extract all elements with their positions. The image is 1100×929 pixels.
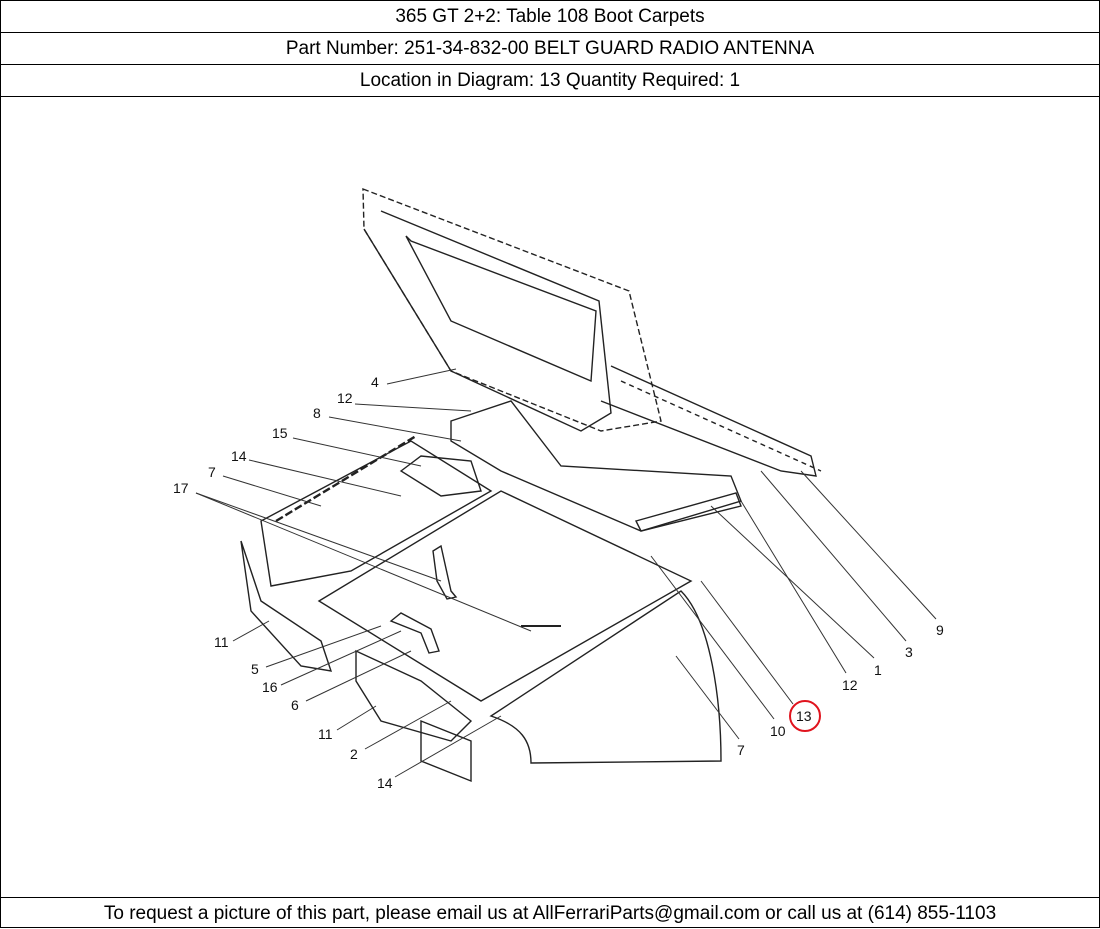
drawing-lines <box>240 187 822 783</box>
callout-12: 12 <box>337 390 353 406</box>
callout-16: 16 <box>262 679 278 695</box>
callout-1: 1 <box>874 662 882 678</box>
callout-11: 11 <box>214 634 229 650</box>
callout-11b: 11 <box>318 726 333 742</box>
highlight-circle <box>789 700 821 732</box>
callout-7b: 7 <box>737 742 745 758</box>
location-quantity: Location in Diagram: 13 Quantity Require… <box>1 65 1099 97</box>
callout-15: 15 <box>272 425 288 441</box>
callout-labels: 4 12 8 15 14 7 17 11 5 16 6 11 2 14 7 10… <box>173 374 944 791</box>
callout-8: 8 <box>313 405 321 421</box>
callout-2: 2 <box>350 746 358 762</box>
callout-12b: 12 <box>842 677 858 693</box>
parts-diagram: 4 12 8 15 14 7 17 11 5 16 6 11 2 14 7 10… <box>1 97 1099 897</box>
callout-5: 5 <box>251 661 259 677</box>
callout-7: 7 <box>208 464 216 480</box>
leader-lines <box>195 368 937 778</box>
page-title: 365 GT 2+2: Table 108 Boot Carpets <box>1 1 1099 33</box>
callout-14b: 14 <box>377 775 393 791</box>
callout-10: 10 <box>770 723 786 739</box>
contact-footer: To request a picture of this part, pleas… <box>1 897 1099 928</box>
callout-14: 14 <box>231 448 247 464</box>
callout-9: 9 <box>936 622 944 638</box>
callout-13: 13 <box>796 708 812 724</box>
callout-6: 6 <box>291 697 299 713</box>
callout-17: 17 <box>173 480 189 496</box>
boot-carpet-drawing: 4 12 8 15 14 7 17 11 5 16 6 11 2 14 7 10… <box>173 187 944 791</box>
callout-4: 4 <box>371 374 379 390</box>
callout-3: 3 <box>905 644 913 660</box>
part-number: Part Number: 251-34-832-00 BELT GUARD RA… <box>1 33 1099 65</box>
